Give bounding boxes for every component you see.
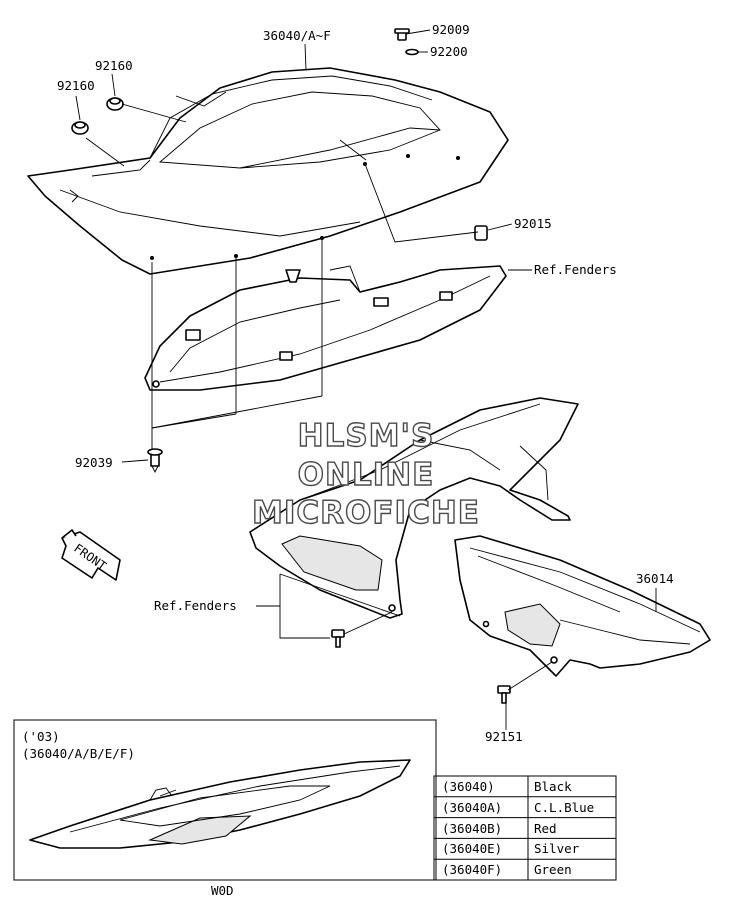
color-code: (36040A): [442, 800, 502, 815]
color-name: Silver: [534, 841, 580, 856]
color-name: Green: [534, 862, 572, 877]
label-36014: 36014: [636, 571, 674, 586]
label-92160-a: 92160: [95, 58, 133, 73]
bolt-92039[interactable]: [147, 448, 163, 474]
bolt-92151[interactable]: [497, 685, 511, 704]
inset-models-note: (36040/A/B/E/F): [22, 746, 135, 761]
color-table: (36040) Black (36040A) C.L.Blue (36040B)…: [433, 775, 617, 881]
label-92039: 92039: [75, 455, 113, 470]
front-arrow-icon: FRONT: [61, 529, 121, 581]
label-ref-fenders-top: Ref.Fenders: [534, 262, 617, 277]
watermark-line2: ONLINE: [298, 457, 435, 493]
damper-92160-b[interactable]: [71, 121, 89, 135]
label-36040: 36040/A~F: [263, 28, 331, 43]
color-code: (36040E): [442, 841, 502, 856]
label-ref-fenders-mid: Ref.Fenders: [154, 598, 237, 613]
color-code: (36040): [442, 779, 495, 794]
color-code: (36040B): [442, 821, 502, 836]
color-code: (36040F): [442, 862, 502, 877]
grommet-92200[interactable]: [405, 48, 419, 56]
label-92200: 92200: [430, 44, 468, 59]
watermark-line1: HLSM'S: [298, 418, 435, 454]
footer-code: W0D: [211, 883, 234, 898]
side-cover-left[interactable]: [249, 397, 579, 619]
bolt-92009[interactable]: [394, 28, 410, 41]
watermark: HLSM'S ONLINE MICROFICHE: [251, 417, 480, 531]
label-92151: 92151: [485, 729, 523, 744]
guide-lines: [151, 139, 479, 450]
color-name: C.L.Blue: [534, 800, 594, 815]
watermark-line3: MICROFICHE: [252, 495, 480, 531]
seat-cover-36040[interactable]: [27, 67, 509, 275]
label-92009: 92009: [432, 22, 470, 37]
callouts: 92009 36040/A~F 92200 92160 92160 92015 …: [57, 22, 674, 744]
label-92015: 92015: [514, 216, 552, 231]
color-name: Red: [534, 821, 557, 836]
inset-year-note: ('03): [22, 729, 60, 744]
nut-92015[interactable]: [474, 225, 488, 241]
label-92160-b: 92160: [57, 78, 95, 93]
color-name: Black: [534, 779, 572, 794]
inner-fender-panel: [144, 265, 507, 391]
bolt-side-cover[interactable]: [331, 629, 345, 648]
lower-leaders: [279, 573, 553, 730]
inset-box: ('03) (36040/A/B/E/F): [13, 719, 437, 881]
side-cover-36014[interactable]: [454, 535, 711, 677]
damper-92160-a[interactable]: [106, 97, 124, 111]
inset-seat-cover[interactable]: [29, 759, 411, 849]
